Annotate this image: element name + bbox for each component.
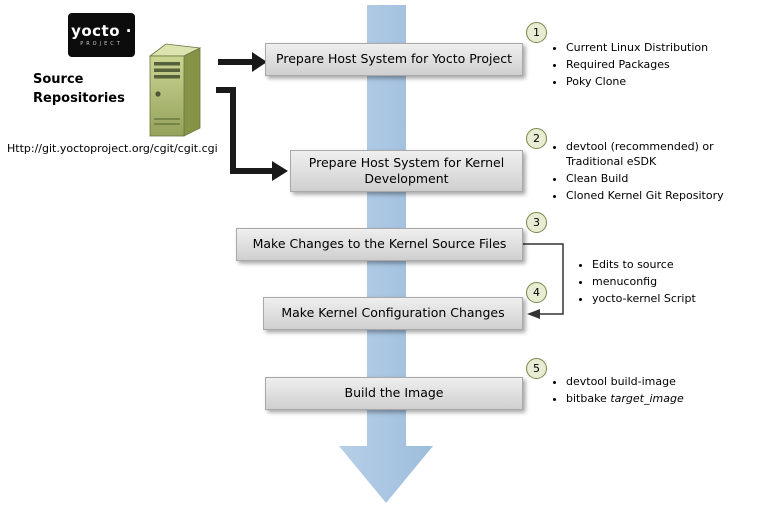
steps-3-4-shared-bullet-list: Edits to source menuconfig yocto-kernel … <box>577 258 747 309</box>
bullet-text-italic: target_image <box>610 391 684 405</box>
bullet-item: Required Packages <box>566 58 756 73</box>
step-number-2: 2 <box>526 128 547 149</box>
step-box-make-config-changes: Make Kernel Configuration Changes <box>263 297 523 330</box>
arrow-server-to-step2 <box>216 87 288 181</box>
bullet-text: devtool build-image <box>566 375 676 388</box>
bullet-text: bitbake <box>566 391 611 405</box>
bullet-item: devtool (recommended) or Traditional eSD… <box>566 140 729 170</box>
step-2-bullet-list: devtool (recommended) or Traditional eSD… <box>551 140 729 206</box>
bullet-item: devtool build-image <box>566 375 741 390</box>
step-box-make-source-changes: Make Changes to the Kernel Source Files <box>236 228 523 261</box>
source-repositories-server-icon <box>136 34 220 146</box>
step-1-bullet-list: Current Linux Distribution Required Pack… <box>551 41 756 92</box>
server-tower-icon <box>148 43 202 137</box>
step-number-1: 1 <box>526 22 547 43</box>
bullet-item: Edits to source <box>592 258 747 273</box>
connector-step3-step4 <box>523 243 564 319</box>
yocto-project-logo: yocto · PROJECT <box>68 13 135 57</box>
step-box-prepare-host-yocto: Prepare Host System for Yocto Project <box>265 43 523 76</box>
step-number-5: 5 <box>526 358 547 379</box>
bullet-item: yocto-kernel Script <box>592 292 747 307</box>
repository-url: Http://git.yoctoproject.org/cgit/cgit.cg… <box>7 142 218 155</box>
step-5-bullet-list: devtool build-image bitbake target_image <box>551 375 741 409</box>
yocto-logo-wordmark: yocto · <box>71 21 132 40</box>
bullet-item: Poky Clone <box>566 75 756 90</box>
arrow-server-to-step1 <box>218 52 267 72</box>
bullet-item: Clean Build <box>566 172 729 187</box>
step-number-3: 3 <box>526 212 547 233</box>
bullet-item: Current Linux Distribution <box>566 41 756 56</box>
bullet-item: Cloned Kernel Git Repository <box>566 189 729 204</box>
step-number-4: 4 <box>526 282 547 303</box>
step-box-prepare-host-kernel: Prepare Host System for Kernel Developme… <box>290 150 523 192</box>
step-box-build-image: Build the Image <box>265 377 523 410</box>
bullet-item: bitbake target_image <box>566 392 741 407</box>
yocto-logo-subtitle: PROJECT <box>80 40 123 47</box>
bullet-item: menuconfig <box>592 275 747 290</box>
source-repositories-label: Source Repositories <box>33 72 125 106</box>
